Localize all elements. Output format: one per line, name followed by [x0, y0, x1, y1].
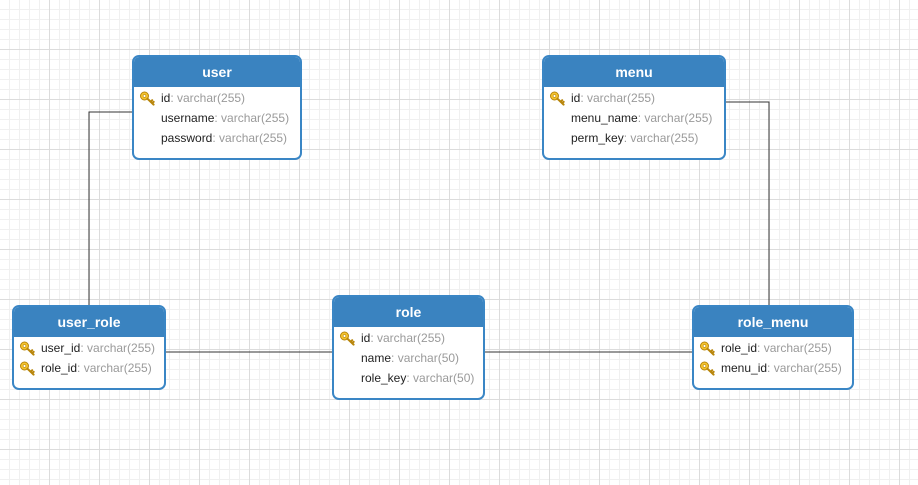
field-type: : varchar(255) — [214, 111, 290, 125]
primary-key-icon — [340, 331, 355, 346]
primary-key-icon — [550, 91, 565, 106]
field-type: : varchar(255) — [580, 91, 656, 105]
entity-title: role_menu — [694, 307, 852, 337]
field-name: menu_id — [721, 361, 768, 375]
entity-title: user_role — [14, 307, 164, 337]
field-type: : varchar(255) — [637, 111, 713, 125]
primary-key-icon — [20, 361, 35, 376]
field-type: : varchar(255) — [757, 341, 832, 355]
entity-role-menu[interactable]: role_menu role_id: varchar(255) menu_id:… — [692, 305, 854, 390]
field-type: : varchar(255) — [767, 361, 842, 375]
field-name: menu_name — [571, 111, 638, 125]
field-row-role-key[interactable]: role_key: varchar(50) — [334, 368, 483, 388]
field-row-user-id[interactable]: user_id: varchar(255) — [14, 338, 164, 358]
field-type: : varchar(255) — [170, 91, 246, 105]
field-type: : varchar(50) — [406, 371, 475, 385]
primary-key-icon — [700, 361, 715, 376]
connector-role-menu-to-menu[interactable] — [725, 101, 770, 307]
field-name: name — [361, 351, 392, 365]
field-row-name[interactable]: name: varchar(50) — [334, 348, 483, 368]
field-row-username[interactable]: username: varchar(255) — [134, 108, 300, 128]
connector-user-to-user-role[interactable] — [88, 111, 133, 307]
field-name: role_key — [361, 371, 407, 385]
entity-role[interactable]: role id: varchar(255) name: varchar(50) … — [332, 295, 485, 400]
field-row-menu-id[interactable]: menu_id: varchar(255) — [694, 358, 852, 378]
entity-title: menu — [544, 57, 724, 87]
field-row-id[interactable]: id: varchar(255) — [544, 88, 724, 108]
field-name: role_id — [721, 341, 758, 355]
field-name: username — [161, 111, 215, 125]
field-row-role-id[interactable]: role_id: varchar(255) — [694, 338, 852, 358]
field-name: role_id — [41, 361, 78, 375]
entity-menu[interactable]: menu id: varchar(255) menu_name: varchar… — [542, 55, 726, 160]
field-row-menu-name[interactable]: menu_name: varchar(255) — [544, 108, 724, 128]
field-name: perm_key — [571, 131, 624, 145]
field-type: : varchar(255) — [212, 131, 288, 145]
field-name: id — [361, 331, 371, 345]
field-type: : varchar(255) — [623, 131, 699, 145]
field-row-id[interactable]: id: varchar(255) — [134, 88, 300, 108]
field-type: : varchar(255) — [80, 341, 156, 355]
entity-user[interactable]: user id: varchar(255) username: varchar(… — [132, 55, 302, 160]
entity-title: user — [134, 57, 300, 87]
field-name: id — [161, 91, 171, 105]
field-type: : varchar(50) — [391, 351, 460, 365]
field-row-perm-key[interactable]: perm_key: varchar(255) — [544, 128, 724, 148]
field-name: id — [571, 91, 581, 105]
field-row-role-id[interactable]: role_id: varchar(255) — [14, 358, 164, 378]
entity-user-role[interactable]: user_role user_id: varchar(255) role_id:… — [12, 305, 166, 390]
entity-title: role — [334, 297, 483, 327]
field-name: user_id — [41, 341, 81, 355]
primary-key-icon — [20, 341, 35, 356]
field-row-password[interactable]: password: varchar(255) — [134, 128, 300, 148]
primary-key-icon — [140, 91, 155, 106]
primary-key-icon — [700, 341, 715, 356]
field-name: password — [161, 131, 213, 145]
field-type: : varchar(255) — [77, 361, 152, 375]
field-type: : varchar(255) — [370, 331, 446, 345]
field-row-id[interactable]: id: varchar(255) — [334, 328, 483, 348]
